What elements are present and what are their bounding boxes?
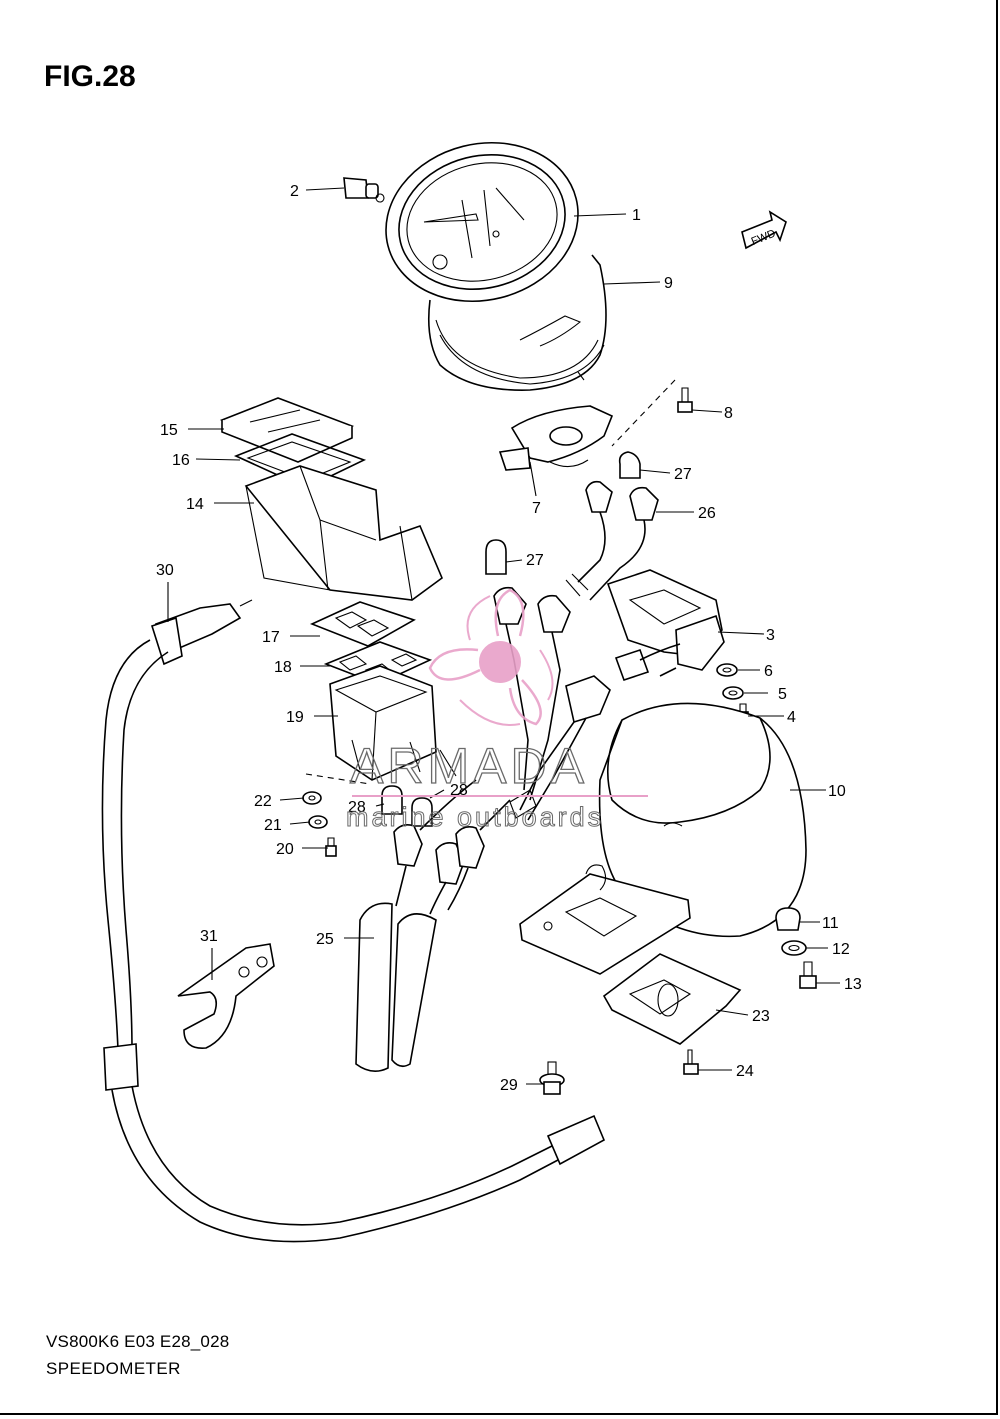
part-31-clamp (177, 943, 275, 1049)
part-30-speedometer-cable (101, 599, 606, 1243)
callout-8: 8 (724, 405, 733, 422)
part-27-bulb-upper (618, 451, 641, 479)
callout-28a: 28 (450, 782, 468, 799)
part-15-lens (219, 397, 355, 463)
part-11-grommet (775, 907, 801, 931)
callout-5: 5 (778, 686, 787, 703)
callout-30: 30 (156, 562, 174, 579)
part-27-bulb-lower (485, 539, 507, 575)
part-14-indicator-case (244, 465, 443, 601)
callout-31: 31 (200, 928, 218, 945)
callout-9: 9 (664, 275, 673, 292)
callout-13: 13 (844, 976, 862, 993)
callout-19: 19 (286, 709, 304, 726)
part-20-screw (325, 837, 337, 857)
callout-3: 3 (766, 627, 775, 644)
callout-2: 2 (290, 183, 299, 200)
leader-lines (167, 187, 840, 1085)
callout-14: 14 (186, 496, 204, 513)
part-17-gasket (309, 601, 416, 647)
callout-26: 26 (698, 505, 716, 522)
callout-6: 6 (764, 663, 773, 680)
callout-20: 20 (276, 841, 294, 858)
callout-23: 23 (752, 1008, 770, 1025)
callout-10: 10 (828, 783, 846, 800)
part-12-washer (781, 940, 807, 956)
callout-24: 24 (736, 1063, 754, 1080)
part-21-washer (308, 815, 328, 829)
part-29-bolt (539, 1061, 565, 1095)
callout-4: 4 (787, 709, 796, 726)
propeller-logo-icon (428, 588, 554, 726)
part-3-unit (606, 569, 725, 682)
figure-title: FIG.28 (44, 60, 136, 93)
part-13-bolt (799, 961, 817, 989)
watermark: ARMADA marine outboards (346, 588, 648, 833)
callout-7: 7 (532, 500, 541, 517)
callout-17: 17 (262, 629, 280, 646)
part-25-socket-harness (355, 779, 511, 1072)
part-7-speedometer-bracket (498, 405, 614, 471)
callout-22: 22 (254, 793, 272, 810)
part-24-bolt (683, 1049, 699, 1075)
callout-labels: 1 2 3 4 5 6 7 8 9 10 11 12 13 14 15 16 1… (156, 183, 862, 1094)
watermark-brand: ARMADA (350, 738, 588, 794)
part-19-indicator-base (329, 665, 457, 781)
part-26-socket-wires (565, 480, 659, 601)
watermark-tagline: marine outboards (346, 802, 604, 832)
part-6-washer (716, 663, 738, 677)
callout-25: 25 (316, 931, 334, 948)
figure-name: SPEEDOMETER (46, 1359, 181, 1378)
mounting-bracket (519, 864, 691, 975)
callout-1: 1 (632, 207, 641, 224)
speedometer-assembly (385, 141, 607, 391)
wiring-harness (493, 586, 611, 821)
callout-27a: 27 (674, 466, 692, 483)
part-5-washer (722, 686, 744, 700)
callout-16: 16 (172, 452, 190, 469)
part-8-bolt (611, 379, 693, 447)
model-code: VS800K6 E03 E28_028 (46, 1332, 230, 1351)
part-23-bracket (602, 953, 742, 1045)
callout-12: 12 (832, 941, 850, 958)
callout-21: 21 (264, 817, 282, 834)
callout-18: 18 (274, 659, 292, 676)
part-2-bulb-socket (343, 177, 385, 203)
callout-29: 29 (500, 1077, 518, 1094)
callout-27b: 27 (526, 552, 544, 569)
callout-11: 11 (822, 915, 839, 932)
callout-28b: 28 (348, 799, 366, 816)
fwd-arrow-icon: FWD (741, 210, 787, 250)
callout-15: 15 (160, 422, 178, 439)
